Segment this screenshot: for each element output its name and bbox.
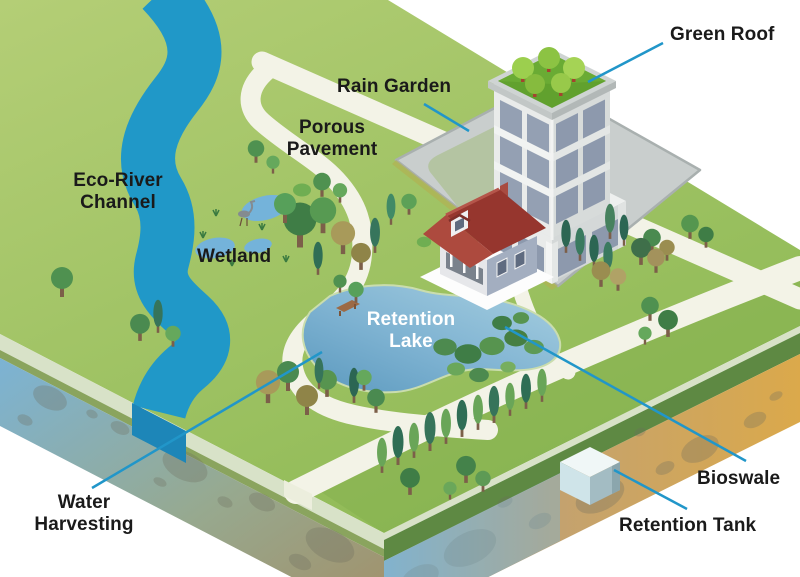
house-roof-main: [446, 189, 546, 254]
river-cut-face: [132, 403, 186, 463]
bush: [500, 361, 516, 373]
leader-lines: [91, 41, 747, 511]
roof-slab-edge: [488, 81, 552, 120]
house-window: [496, 257, 508, 278]
label-retention-lake: Retention Lake: [366, 309, 456, 353]
porch-post: [476, 262, 479, 279]
wetland-pond: [195, 237, 235, 259]
picnic-table: [336, 300, 360, 316]
building-windows-left: [500, 100, 549, 225]
tank-left-face: [560, 462, 590, 505]
porch-post: [463, 256, 466, 273]
edge-band-dark-left: [0, 350, 384, 557]
floor-band: [494, 161, 552, 198]
wetland-bird: [238, 200, 256, 227]
path-edge-notch: [284, 480, 312, 510]
water-harvesting-leader-line: [91, 350, 323, 490]
label-retention-tank: Retention Tank: [619, 515, 757, 536]
house-roof-lower: [423, 215, 493, 268]
green-roof-trees: [512, 47, 585, 97]
rain-garden-leader-line: [423, 102, 470, 133]
edge-band-pale-right: [384, 326, 800, 540]
bush: [416, 236, 432, 248]
bioswale-leader-line: [504, 325, 747, 463]
label-bioswale: Bioswale: [697, 468, 781, 489]
bush: [447, 362, 465, 376]
bush: [479, 336, 505, 356]
label-green-roof: Green Roof: [670, 24, 775, 45]
tank-shadow-edge: [612, 462, 620, 494]
retention-tank-leader-line: [613, 468, 688, 511]
house: [420, 182, 554, 310]
floor-band: [552, 125, 610, 162]
label-porous-pavement: Porous Pavement: [286, 117, 378, 161]
building-corner-pillar: [546, 241, 552, 284]
bush: [293, 183, 311, 197]
lawn-patch: [312, 272, 800, 533]
floor-band: [494, 125, 552, 162]
roof-slab-edge: [552, 81, 616, 120]
label-wetland: Wetland: [197, 246, 272, 267]
wetland-area: [195, 194, 290, 267]
building-windows-right: [556, 99, 605, 224]
wetland-pond: [244, 238, 272, 254]
soil-face-left: [0, 358, 384, 577]
label-rain-garden: Rain Garden: [337, 76, 452, 97]
bush: [512, 312, 530, 324]
floor-band: [552, 161, 610, 198]
house-window: [514, 249, 526, 270]
groundwater-wash: [384, 473, 560, 577]
porch-post: [450, 250, 453, 267]
roof-ridge: [445, 187, 500, 217]
label-eco-river-channel: Eco-River Channel: [73, 170, 163, 214]
eco-river-channel-water: [121, 0, 230, 420]
retention-tank-box: [560, 447, 620, 505]
green-roof-garden: [498, 47, 606, 108]
label-water-harvesting: Water Harvesting: [34, 492, 134, 536]
building-corner-pillar: [552, 241, 558, 284]
green-roof-leader-line: [587, 41, 664, 84]
dormer-window: [455, 217, 464, 232]
path-long-diagonal: [284, 256, 800, 504]
edge-band-dark-right: [384, 333, 800, 561]
dormer-roof: [448, 213, 471, 223]
bush: [469, 367, 489, 383]
